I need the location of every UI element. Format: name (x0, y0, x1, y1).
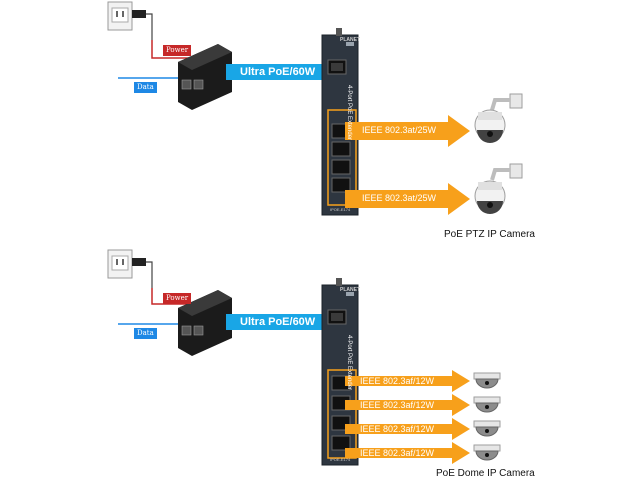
port-arrow-2 (345, 183, 470, 215)
dome-camera-icon (473, 396, 501, 413)
device-brand: PLANET (340, 287, 360, 293)
data-tag: Data (134, 328, 157, 339)
port-arrow-1 (345, 370, 470, 392)
dome-camera-icon (473, 444, 501, 461)
device-name: 4-Port PoE Extender (346, 85, 352, 141)
camera-caption: PoE PTZ IP Camera (444, 229, 535, 240)
power-tag: Power (163, 293, 192, 304)
camera-caption: PoE Dome IP Camera (436, 468, 535, 479)
port-arrow-2 (345, 394, 470, 416)
device-model: IPOE-E174 (330, 457, 351, 462)
uplink-label: Ultra PoE/60W (240, 316, 316, 328)
power-outlet-icon (107, 1, 153, 40)
dome-camera-icon (473, 372, 501, 389)
ptz-camera-icon (474, 93, 523, 143)
port-label-4: IEEE 802.3af/12W (360, 448, 435, 458)
device-model: IPOE-E174 (330, 207, 351, 212)
port-arrow-1 (345, 115, 470, 147)
data-tag: Data (134, 82, 157, 93)
poe-injector-icon (178, 290, 232, 356)
poe-extender-device (321, 28, 359, 216)
power-outlet-icon (107, 249, 153, 288)
port-label-1: IEEE 802.3at/25W (362, 125, 437, 135)
device-name: 4-Port PoE Extender (346, 335, 352, 391)
ptz-diagram-graphics (107, 1, 523, 216)
poe-extender-device (321, 278, 359, 466)
uplink-label: Ultra PoE/60W (240, 66, 316, 78)
port-arrow-4 (345, 442, 470, 464)
port-arrow-3 (345, 418, 470, 440)
dome-diagram-graphics (107, 249, 501, 466)
diagram-ptz: PLANET 4-Port PoE Extender IPOE-E174 Pow… (107, 1, 535, 240)
ptz-camera-icon (474, 163, 523, 214)
port-label-2: IEEE 802.3at/25W (362, 193, 437, 203)
power-tag: Power (163, 45, 192, 56)
device-brand: PLANET (340, 37, 360, 43)
uplink-arrow (226, 58, 352, 86)
port-label-1: IEEE 802.3af/12W (360, 376, 435, 386)
diagram-dome: PLANET 4-Port PoE Extender IPOE-E174 Pow… (0, 240, 640, 480)
port-label-2: IEEE 802.3af/12W (360, 400, 435, 410)
port-label-3: IEEE 802.3af/12W (360, 424, 435, 434)
poe-injector-icon (178, 44, 232, 110)
uplink-arrow (226, 308, 352, 336)
dome-camera-icon (473, 420, 501, 437)
